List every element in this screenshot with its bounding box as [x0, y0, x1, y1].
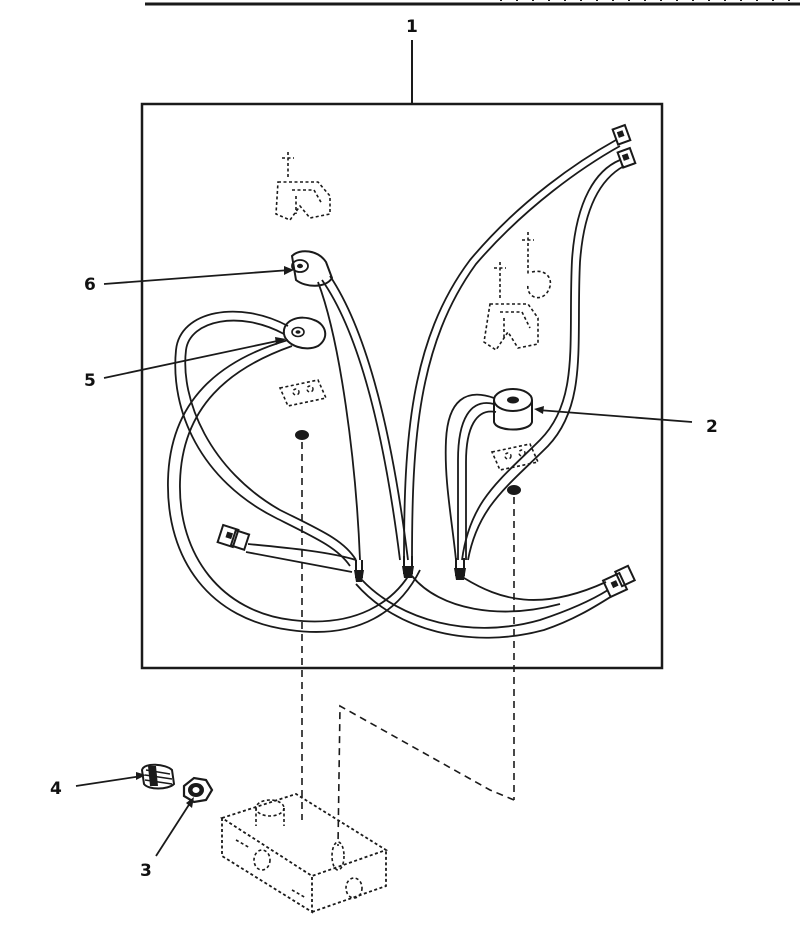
- connector-right: [601, 564, 637, 599]
- connector-top-1: [611, 123, 632, 146]
- callout-5-label: 5: [84, 371, 96, 391]
- callout-4-leader: [75, 772, 146, 787]
- ring-terminal-5: [282, 316, 327, 350]
- threaded-fitting-4: [140, 763, 176, 790]
- seal-right: [507, 485, 521, 495]
- harness-wires: [167, 139, 625, 639]
- solenoid-coil-2: [493, 388, 533, 431]
- callout-4-label: 4: [50, 779, 62, 799]
- harness-assembly-panel: [140, 102, 664, 670]
- callout-2-label: 2: [706, 417, 718, 437]
- sensor-ring-terminal-6: [290, 250, 334, 287]
- connector-left: [216, 523, 251, 552]
- valve-body: [219, 793, 389, 914]
- bracket-hardware-right: [483, 232, 552, 352]
- assembly-guide-lines: [301, 442, 515, 847]
- callout-3-leader: [155, 797, 194, 857]
- gasket-right: [490, 443, 540, 471]
- hex-nut-3: [182, 776, 214, 804]
- crimp-terminals: [354, 556, 466, 582]
- connector-top-2: [616, 146, 637, 169]
- callout-5-leader: [103, 337, 286, 379]
- bracket-hardware-upper-left: [275, 152, 331, 221]
- scan-edge-artifact: [145, 0, 800, 6]
- callout-1-label: 1: [406, 17, 418, 37]
- callout-3-label: 3: [140, 861, 152, 881]
- callout-6-leader: [103, 266, 294, 285]
- seal-left: [295, 430, 309, 440]
- callout-6-label: 6: [84, 275, 96, 295]
- callout-2-leader: [534, 406, 693, 423]
- gasket-left: [278, 379, 328, 407]
